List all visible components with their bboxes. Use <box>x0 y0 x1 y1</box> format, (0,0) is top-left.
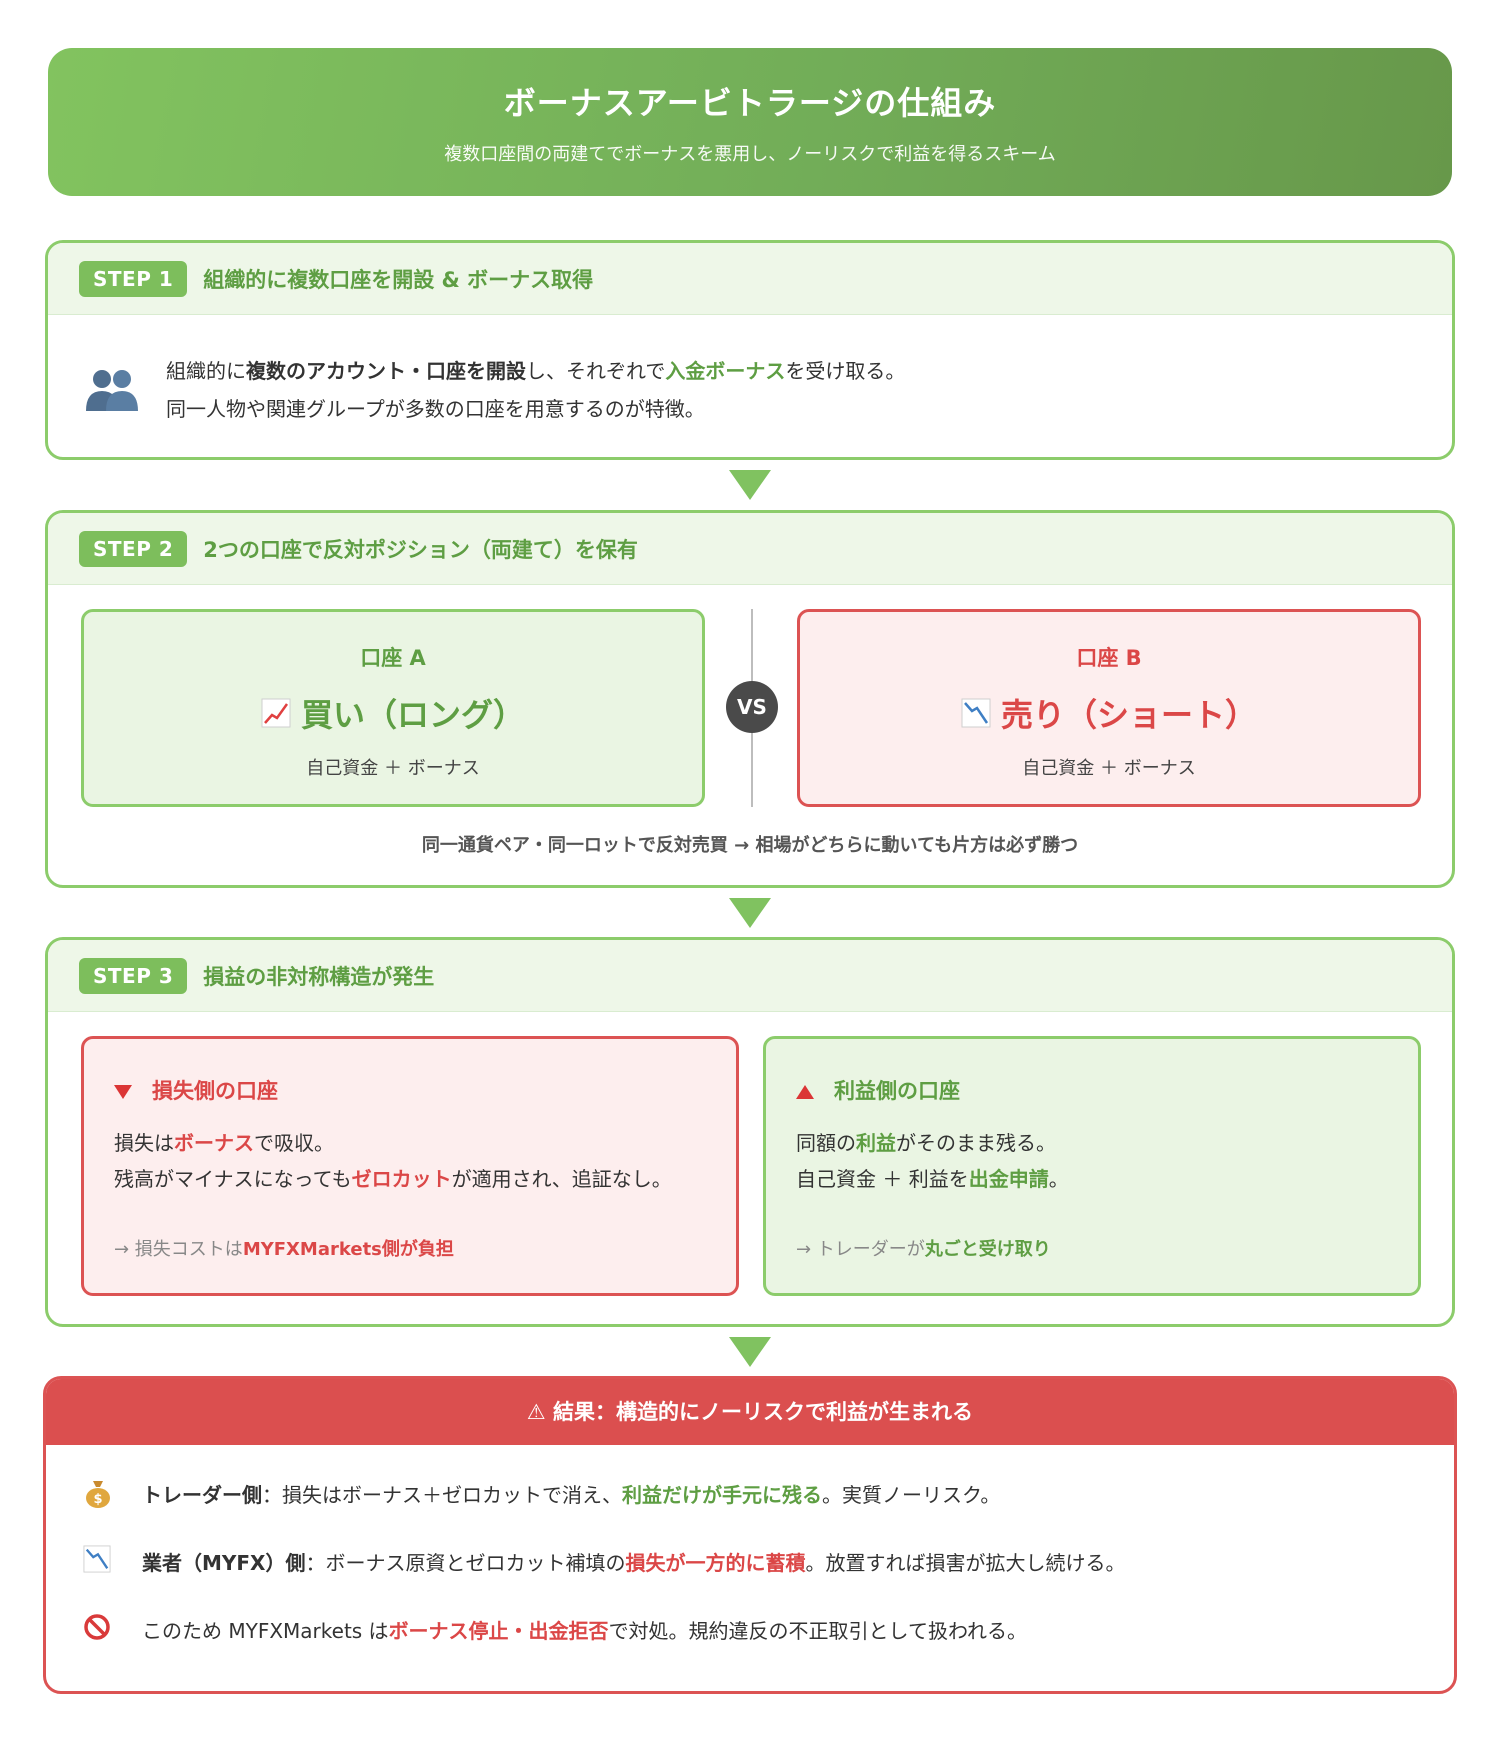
header-banner: ボーナスアービトラージの仕組み 複数口座間の両建てでボーナスを悪用し、ノーリスク… <box>48 48 1452 196</box>
step3-card: STEP 3 損益の非対称構造が発生 損失側の口座 損失はボーナスで吸収。 残高… <box>45 937 1455 1327</box>
step1-text: を受け取る。 <box>785 359 906 383</box>
account-a-position: 買い（ロング） <box>84 690 702 736</box>
step2-title: 2つの口座で反対ポジション（両建て）を保有 <box>203 537 638 562</box>
result-row-trader: $ トレーダー側：損失はボーナス＋ゼロカットで消え、利益だけが手元に残る。実質ノ… <box>46 1473 1454 1513</box>
arrow-down-icon <box>729 898 771 928</box>
chart-down-icon <box>83 1545 111 1580</box>
result-row-broker-text: 業者（MYFX）側：ボーナス原資とゼロカット補填の損失が一方的に蓄積。放置すれば… <box>142 1547 1125 1576</box>
gain-line1: 同額の利益がそのまま残る。 <box>796 1127 1056 1156</box>
gain-text: 同額の <box>796 1131 856 1155</box>
result-text: で対処。規約違反の不正取引として扱われる。 <box>608 1619 1027 1643</box>
gain-green-text: 出金申請 <box>968 1167 1049 1191</box>
gain-line2: 自己資金 ＋ 利益を出金申請。 <box>796 1163 1069 1192</box>
result-red-text: ボーナス停止・出金拒否 <box>388 1619 609 1643</box>
loss-text: が適用され、追証なし。 <box>451 1167 672 1191</box>
account-a-box: 口座 A 買い（ロング） 自己資金 ＋ ボーナス <box>81 609 705 807</box>
loss-note-text: → 損失コストは <box>114 1239 243 1260</box>
result-text: ：損失はボーナス＋ゼロカットで消え、 <box>262 1483 622 1507</box>
step1-text: 組織的に <box>166 359 246 383</box>
result-row-response-text: このため MYFXMarkets はボーナス停止・出金拒否で対処。規約違反の不正… <box>142 1615 1027 1644</box>
result-red-text: 損失が一方的に蓄積 <box>625 1551 806 1575</box>
loss-text: で吸収。 <box>254 1131 334 1155</box>
loss-line1: 損失はボーナスで吸収。 <box>114 1127 334 1156</box>
account-b-position-text: 売り（ショート） <box>1000 696 1257 734</box>
result-green-text: 利益だけが手元に残る <box>622 1483 822 1507</box>
step2-badge: STEP 2 <box>79 530 188 567</box>
gain-title-text: 利益側の口座 <box>834 1079 960 1103</box>
loss-red-text: ゼロカット <box>351 1167 452 1191</box>
money-bag-icon: $ <box>83 1477 113 1516</box>
step1-bold-text: 複数のアカウント・口座を開設 <box>246 359 526 383</box>
gain-text: 。 <box>1048 1167 1069 1191</box>
arrow-down-icon <box>729 1337 771 1367</box>
loss-text: 損失は <box>114 1131 174 1155</box>
loss-red-text: ボーナス <box>174 1131 254 1155</box>
account-a-name: 口座 A <box>360 646 426 670</box>
gain-note-text: → トレーダーが <box>796 1239 925 1260</box>
result-text: このため MYFXMarkets は <box>142 1619 389 1643</box>
gain-text: がそのまま残る。 <box>896 1131 1056 1155</box>
result-title: ⚠ 結果：構造的にノーリスクで利益が生まれる <box>46 1379 1454 1445</box>
loss-account-box: 損失側の口座 損失はボーナスで吸収。 残高がマイナスになってもゼロカットが適用さ… <box>81 1036 739 1296</box>
step1-header: STEP 1 組織的に複数口座を開設 & ボーナス取得 <box>48 243 1452 315</box>
step1-badge: STEP 1 <box>79 260 188 297</box>
account-b-position: 売り（ショート） <box>800 690 1418 736</box>
step2-note: 同一通貨ペア・同一ロットで反対売買 → 相場がどちらに動いても片方は必ず勝つ <box>421 835 1079 856</box>
step1-card: STEP 1 組織的に複数口座を開設 & ボーナス取得 組織的に複数のアカウント… <box>45 240 1455 460</box>
gain-note-green-text: 丸ごと受け取り <box>924 1239 1051 1260</box>
loss-text: 残高がマイナスになっても <box>114 1167 352 1191</box>
gain-title: 利益側の口座 <box>796 1075 960 1105</box>
page-title: ボーナスアービトラージの仕組み <box>503 84 997 122</box>
result-row-broker: 業者（MYFX）側：ボーナス原資とゼロカット補填の損失が一方的に蓄積。放置すれば… <box>46 1541 1454 1581</box>
chart-down-icon <box>961 698 991 736</box>
account-b-funds: 自己資金 ＋ ボーナス <box>1022 758 1196 779</box>
gain-account-box: 利益側の口座 同額の利益がそのまま残る。 自己資金 ＋ 利益を出金申請。 → ト… <box>763 1036 1421 1296</box>
loss-title-text: 損失側の口座 <box>152 1079 278 1103</box>
vs-badge: VS <box>726 681 778 733</box>
people-icon <box>84 367 140 423</box>
step2-header: STEP 2 2つの口座で反対ポジション（両建て）を保有 <box>48 513 1452 585</box>
result-row-trader-text: トレーダー側：損失はボーナス＋ゼロカットで消え、利益だけが手元に残る。実質ノーリ… <box>142 1479 1000 1508</box>
result-card: ⚠ 結果：構造的にノーリスクで利益が生まれる $ トレーダー側：損失はボーナス＋… <box>43 1376 1457 1694</box>
account-b-box: 口座 B 売り（ショート） 自己資金 ＋ ボーナス <box>797 609 1421 807</box>
loss-note: → 損失コストはMYFXMarkets側が負担 <box>114 1235 454 1261</box>
step1-title: 組織的に複数口座を開設 & ボーナス取得 <box>203 267 594 292</box>
gain-text: 自己資金 ＋ 利益を <box>796 1167 969 1191</box>
gain-green-text: 利益 <box>856 1131 896 1155</box>
prohibited-icon <box>83 1613 111 1648</box>
triangle-up-icon <box>796 1085 814 1099</box>
step3-badge: STEP 3 <box>79 957 188 994</box>
account-a-funds: 自己資金 ＋ ボーナス <box>306 758 480 779</box>
step1-line1: 組織的に複数のアカウント・口座を開設し、それぞれで入金ボーナスを受け取る。 <box>166 355 905 384</box>
account-a-position-text: 買い（ロング） <box>300 696 525 734</box>
result-bold-text: トレーダー側 <box>142 1483 262 1507</box>
loss-title: 損失側の口座 <box>114 1075 278 1105</box>
page-subtitle: 複数口座間の両建てでボーナスを悪用し、ノーリスクで利益を得るスキーム <box>444 144 1056 165</box>
triangle-down-icon <box>114 1085 132 1099</box>
step2-card: STEP 2 2つの口座で反対ポジション（両建て）を保有 口座 A 買い（ロング… <box>45 510 1455 888</box>
step1-line2: 同一人物や関連グループが多数の口座を用意するのが特徴。 <box>166 397 705 421</box>
result-text: ：ボーナス原資とゼロカット補填の <box>305 1551 626 1575</box>
result-text: 。放置すれば損害が拡大し続ける。 <box>805 1551 1126 1575</box>
gain-note: → トレーダーが丸ごと受け取り <box>796 1235 1051 1261</box>
step3-title: 損益の非対称構造が発生 <box>203 964 435 989</box>
step1-body: 組織的に複数のアカウント・口座を開設し、それぞれで入金ボーナスを受け取る。 同一… <box>48 315 1452 457</box>
step3-header: STEP 3 損益の非対称構造が発生 <box>48 940 1452 1012</box>
result-bold-text: 業者（MYFX）側 <box>142 1551 306 1575</box>
loss-line2: 残高がマイナスになってもゼロカットが適用され、追証なし。 <box>114 1163 672 1192</box>
chart-up-icon <box>261 698 291 736</box>
svg-text:$: $ <box>93 1492 102 1507</box>
loss-note-red-text: MYFXMarkets側が負担 <box>242 1239 454 1260</box>
result-text: 。実質ノーリスク。 <box>822 1483 1001 1507</box>
step1-text: し、それぞれで <box>526 359 666 383</box>
result-row-response: このため MYFXMarkets はボーナス停止・出金拒否で対処。規約違反の不正… <box>46 1609 1454 1649</box>
step1-green-text: 入金ボーナス <box>665 359 786 383</box>
account-b-name: 口座 B <box>1076 646 1142 670</box>
arrow-down-icon <box>729 470 771 500</box>
